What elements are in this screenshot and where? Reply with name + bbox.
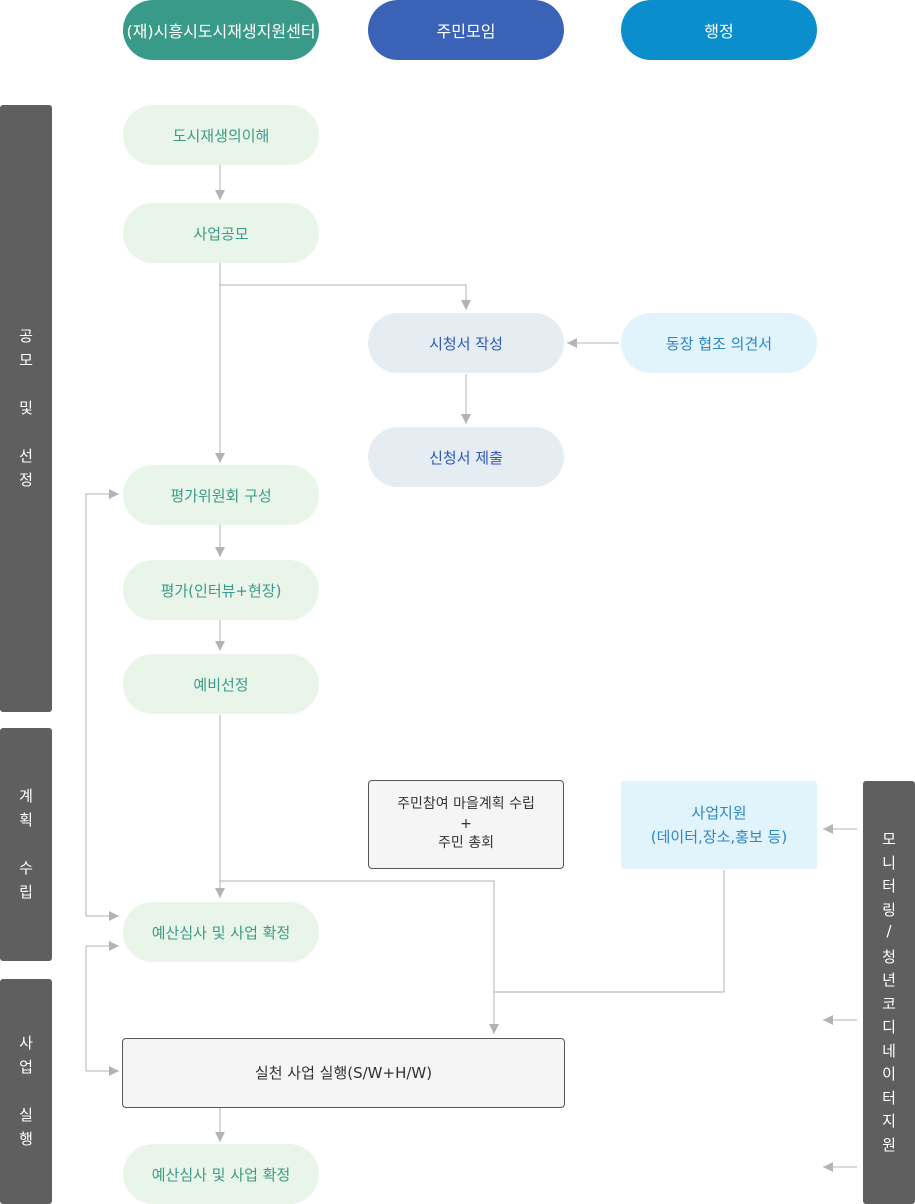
- node-execution: 실천 사업 실행(S/W+H/W): [122, 1038, 565, 1108]
- stage-monitoring-char: 터: [882, 877, 896, 895]
- stage-selection-char: 정: [19, 470, 33, 489]
- stage-selection-char: 공: [19, 326, 33, 345]
- header-residents: 주민모임: [368, 0, 564, 60]
- stage-monitoring-char: 년: [882, 971, 896, 989]
- stage-execution-char: 행: [19, 1129, 33, 1148]
- arrow-loop-budget-2: [85, 941, 119, 1071]
- node-village-plan-line2: +: [460, 815, 472, 832]
- stage-planning-char: 계: [19, 786, 33, 805]
- node-budget-review-1-label: 예산심사 및 사업 확정: [151, 923, 291, 942]
- arrow-contest-application: [220, 284, 471, 310]
- node-understanding: 도시재생의이해: [123, 105, 319, 165]
- arrow-plan-execution: [220, 880, 499, 1034]
- stage-monitoring-char: 지: [882, 1112, 896, 1130]
- stage-monitoring-char: 니: [882, 853, 896, 872]
- stage-execution-char: 업: [19, 1057, 33, 1076]
- node-support-line2: (데이터,장소,홍보 등): [650, 828, 788, 846]
- node-support: 사업지원 (데이터,장소,홍보 등): [621, 781, 817, 869]
- stage-execution-char: 사: [19, 1033, 33, 1052]
- stage-monitoring-char: 링: [882, 900, 896, 919]
- node-dong-opinion: 동장 협조 의견서: [621, 313, 817, 373]
- stage-monitoring-char: /: [886, 922, 892, 940]
- arrow-loop-committee: [85, 489, 119, 916]
- stage-planning-char: 수: [19, 858, 33, 877]
- node-application-submit: 신청서 제출: [368, 427, 564, 487]
- header-administration-label: 행정: [704, 22, 734, 41]
- stage-monitoring-char: 이: [882, 1065, 896, 1083]
- header-support-center: (재)시흥시도시재생지원센터: [123, 0, 319, 60]
- node-budget-review-2: 예산심사 및 사업 확정: [123, 1144, 319, 1204]
- node-evaluation-label: 평가(인터뷰+현장): [160, 581, 282, 600]
- node-village-plan: 주민참여 마을계획 수립 + 주민 총회: [368, 780, 564, 869]
- stage-monitoring-char: 모: [882, 830, 896, 848]
- node-village-plan-line3: 주민 총회: [438, 835, 494, 852]
- node-application-submit-label: 신청서 제출: [429, 448, 503, 467]
- stage-monitoring-char: 청: [882, 947, 896, 966]
- node-contest-label: 사업공모: [193, 224, 249, 243]
- line-support-join: [494, 870, 725, 993]
- stage-selection-char: 선: [19, 446, 33, 465]
- node-dong-opinion-label: 동장 협조 의견서: [665, 334, 773, 353]
- stage-monitoring-char: 터: [882, 1088, 896, 1107]
- node-execution-label: 실천 사업 실행(S/W+H/W): [254, 1063, 433, 1082]
- node-preselection: 예비선정: [123, 654, 319, 714]
- stage-monitoring-char: 디: [882, 1018, 896, 1036]
- stage-monitoring-char: 네: [882, 1041, 896, 1060]
- stage-planning: 계 획 수 립: [0, 728, 52, 961]
- stage-selection: 공 모 및 선 정: [0, 105, 52, 712]
- header-residents-label: 주민모임: [436, 22, 496, 41]
- stage-execution: 사 업 실 행: [0, 979, 52, 1204]
- node-budget-review-1: 예산심사 및 사업 확정: [123, 902, 319, 962]
- stage-selection-char: 모: [19, 350, 33, 369]
- node-committee-label: 평가위원회 구성: [170, 486, 272, 505]
- node-preselection-label: 예비선정: [193, 675, 249, 694]
- node-village-plan-line1: 주민참여 마을계획 수립: [397, 796, 535, 813]
- stage-planning-char: 획: [19, 810, 33, 829]
- node-understanding-label: 도시재생의이해: [172, 126, 270, 145]
- stage-monitoring-char: 코: [882, 994, 896, 1013]
- header-administration: 행정: [621, 0, 817, 60]
- header-support-center-label: (재)시흥시도시재생지원센터: [126, 22, 316, 41]
- node-evaluation: 평가(인터뷰+현장): [123, 560, 319, 620]
- stage-monitoring: 모 니 터 링 / 청 년 코 디 네 이 터 지 원: [863, 781, 915, 1204]
- stage-monitoring-char: 원: [882, 1135, 896, 1154]
- stage-planning-char: 립: [19, 882, 33, 901]
- stage-selection-char: 및: [19, 398, 33, 417]
- node-contest: 사업공모: [123, 203, 319, 263]
- node-application-write: 시청서 작성: [368, 313, 564, 373]
- node-application-write-label: 시청서 작성: [429, 334, 503, 353]
- node-budget-review-2-label: 예산심사 및 사업 확정: [151, 1165, 291, 1184]
- node-support-line1: 사업지원: [691, 804, 747, 822]
- node-committee: 평가위원회 구성: [123, 465, 319, 525]
- stage-execution-char: 실: [19, 1105, 33, 1124]
